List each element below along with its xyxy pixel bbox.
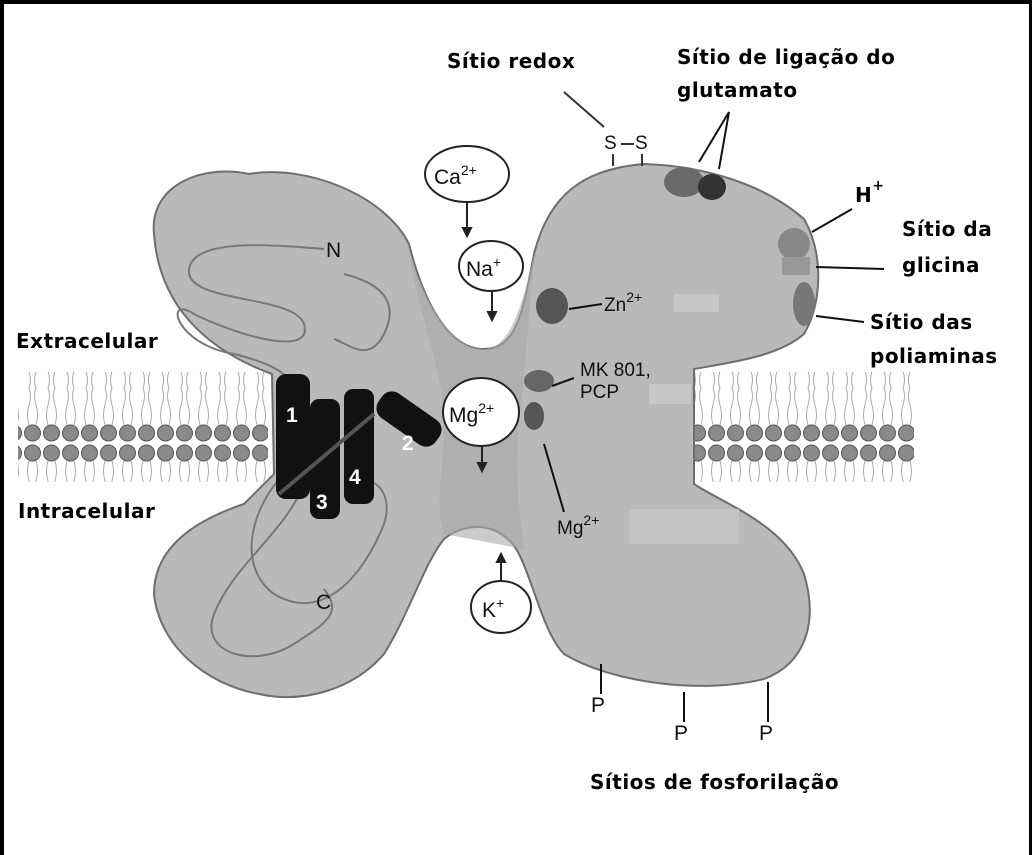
mk801-label-line1: MK 801, bbox=[580, 360, 651, 381]
h-ion-label: H+ bbox=[855, 178, 884, 207]
redox-site bbox=[564, 92, 642, 166]
membrane-left bbox=[18, 372, 268, 482]
glutamate-site-label-2: glutamato bbox=[677, 78, 798, 102]
mk801-label-line2: PCP bbox=[580, 382, 619, 403]
phospho-p-3: P bbox=[759, 722, 773, 745]
glutamate-site-label-1: Sítio de ligação do bbox=[677, 45, 895, 69]
glycine-site-label-1: Sítio da bbox=[902, 217, 992, 241]
intracellular-label: Intracelular bbox=[18, 499, 155, 523]
glycine-site-blob bbox=[778, 228, 810, 260]
nmda-receptor-diagram: 1 2 3 4 S S bbox=[4, 4, 1032, 855]
helix-label-2: 2 bbox=[402, 432, 414, 455]
redox-site-label: Sítio redox bbox=[447, 49, 575, 73]
mk801-site-blob bbox=[524, 370, 554, 392]
glutamate-site-blob-1 bbox=[664, 167, 704, 197]
extracellular-label: Extracelular bbox=[16, 329, 158, 353]
polyamine-site-label-2: poliaminas bbox=[870, 344, 998, 368]
phosphorylation-sites-label: Sítios de fosforilação bbox=[590, 770, 839, 794]
disulfide-s1: S bbox=[604, 133, 617, 154]
glutamate-site-blob-2 bbox=[698, 174, 726, 200]
helix-label-4: 4 bbox=[349, 466, 361, 489]
helix-label-3: 3 bbox=[316, 491, 328, 514]
polyamine-site-blob bbox=[793, 282, 815, 326]
phospho-p-1: P bbox=[591, 694, 605, 717]
disulfide-s2: S bbox=[635, 133, 648, 154]
helix-label-1: 1 bbox=[286, 404, 298, 427]
n-terminus-label: N bbox=[326, 239, 341, 262]
c-terminus-label: C bbox=[316, 591, 331, 614]
glycine-site-square bbox=[782, 257, 810, 275]
membrane-right bbox=[694, 372, 914, 482]
polyamine-site-label-1: Sítio das bbox=[870, 310, 973, 334]
glycine-site-label-2: glicina bbox=[902, 253, 980, 277]
phospho-p-2: P bbox=[674, 722, 688, 745]
zn-site-blob bbox=[536, 288, 568, 324]
mg-site-blob bbox=[524, 402, 544, 430]
